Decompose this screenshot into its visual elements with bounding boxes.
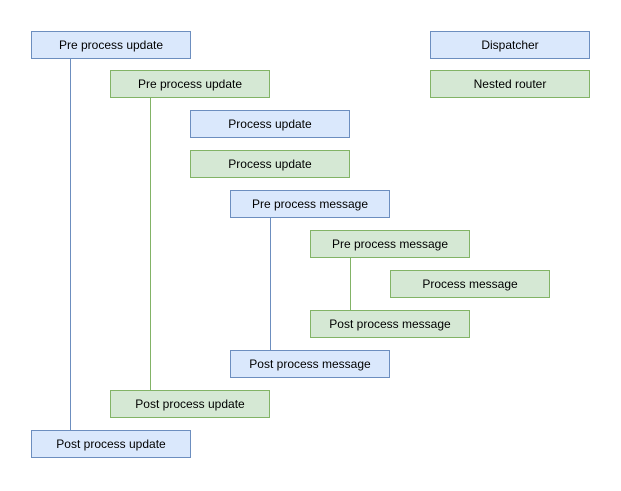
node-pre-process-message-router: Pre process message [310, 230, 470, 258]
node-post-process-update-router: Post process update [110, 390, 270, 418]
node-pre-process-update-router: Pre process update [110, 70, 270, 98]
connector-router-message-lifeline [350, 258, 351, 310]
legend-dispatcher: Dispatcher [430, 31, 590, 59]
node-post-process-update-dispatcher: Post process update [31, 430, 191, 458]
node-post-process-message-router: Post process message [310, 310, 470, 338]
node-process-update-router: Process update [190, 150, 350, 178]
connector-dispatcher-update-lifeline [70, 59, 71, 430]
connector-router-update-lifeline [150, 98, 151, 390]
node-post-process-message-dispatcher: Post process message [230, 350, 390, 378]
node-process-message-router: Process message [390, 270, 550, 298]
legend-nested-router: Nested router [430, 70, 590, 98]
node-pre-process-update-dispatcher: Pre process update [31, 31, 191, 59]
connector-dispatcher-message-lifeline [270, 218, 271, 350]
node-process-update-dispatcher: Process update [190, 110, 350, 138]
node-pre-process-message-dispatcher: Pre process message [230, 190, 390, 218]
